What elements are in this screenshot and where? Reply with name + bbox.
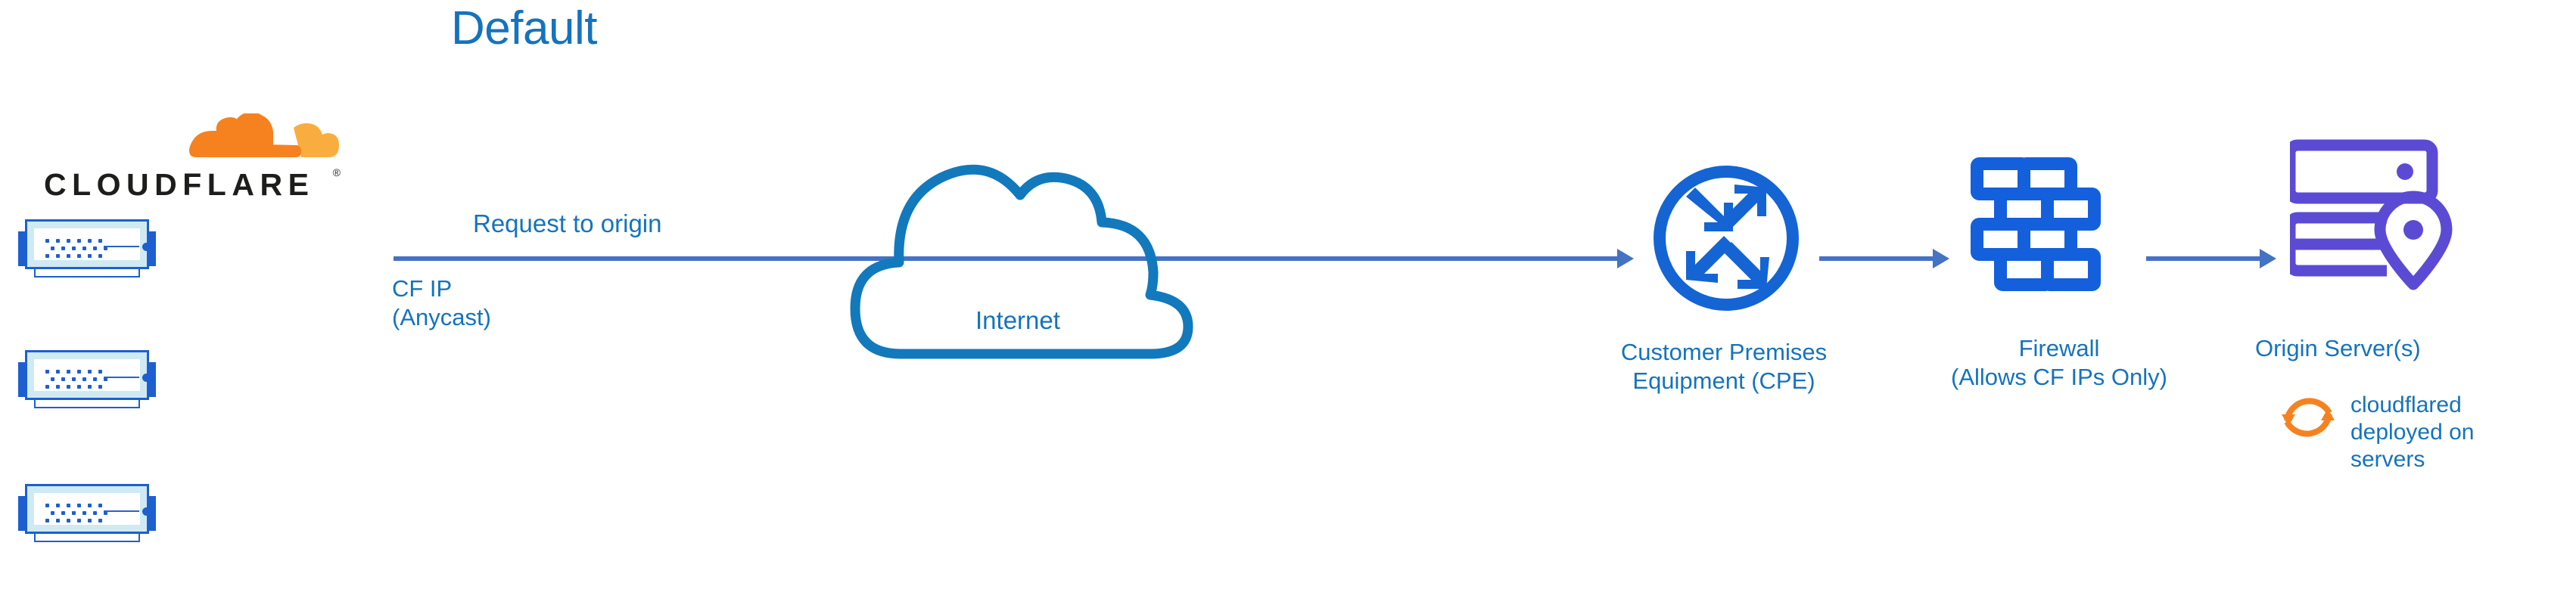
rack-body (25, 484, 151, 534)
server-stack-pin-icon (2284, 136, 2460, 299)
internet-label: Internet (975, 306, 1060, 334)
server-rack-icon (18, 219, 156, 278)
cloudflare-wordmark: CLOUDFLARE ® (44, 166, 341, 202)
rack-led-icon (142, 374, 151, 382)
cloud-icon (832, 113, 1256, 363)
arrow-right-icon (2260, 249, 2276, 268)
cloudflared-annotation-label: cloudflared deployed on servers (2350, 392, 2475, 472)
cloudflare-wordmark-text: CLOUDFLARE (44, 167, 315, 202)
rack-body (25, 219, 151, 269)
rack-face (34, 359, 151, 391)
flow-line-firewall-to-origin (2146, 256, 2260, 261)
rack-face (34, 228, 151, 260)
rack-base-lip (34, 400, 140, 408)
rack-body (25, 350, 151, 400)
rack-tab-right (147, 362, 156, 397)
firewall-label: Firewall (Allows CF IPs Only) (1951, 335, 2167, 390)
rack-status-line (104, 377, 139, 378)
server-rack-icon (18, 484, 156, 543)
rack-led-icon (142, 243, 151, 251)
cf-ip-anycast-label: CF IP (Anycast) (392, 275, 491, 330)
rack-face (34, 493, 151, 525)
server-rack-icon (18, 350, 156, 409)
rack-status-line (104, 510, 139, 512)
sync-arrows-icon (2278, 387, 2338, 448)
brick-wall-icon (1971, 157, 2114, 309)
router-icon (1648, 160, 1804, 316)
rack-tab-right (147, 231, 156, 266)
origin-server-label: Origin Server(s) (2255, 335, 2421, 361)
rack-led-icon (142, 507, 151, 516)
page-title: Default (451, 2, 597, 54)
request-to-origin-label: Request to origin (473, 209, 662, 237)
registered-mark: ® (332, 166, 341, 178)
cloudflare-cloud-logo-icon (188, 112, 339, 159)
rack-tab-right (147, 496, 156, 531)
rack-status-line (104, 246, 139, 247)
flow-line-edge-to-cpe (394, 256, 1617, 261)
cpe-label: Customer Premises Equipment (CPE) (1620, 339, 1828, 394)
arrow-right-icon (1617, 249, 1634, 268)
arrow-right-icon (1933, 249, 1949, 268)
rack-base-lip (34, 534, 140, 542)
rack-base-lip (34, 269, 140, 278)
flow-line-cpe-to-firewall (1819, 256, 1933, 261)
